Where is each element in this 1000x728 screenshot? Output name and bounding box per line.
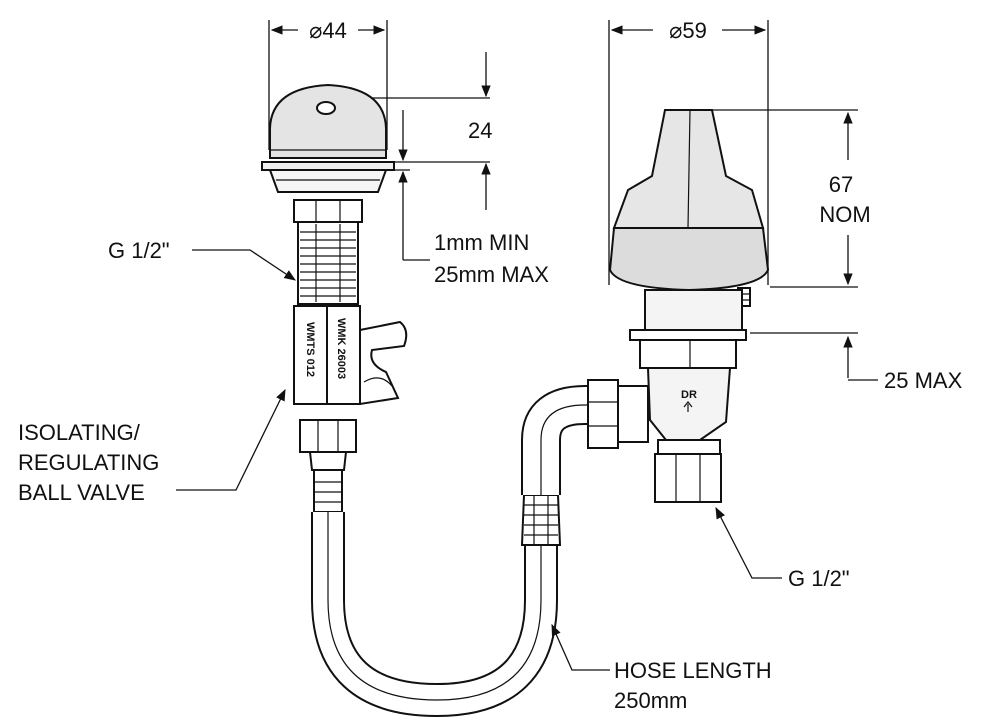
ball-valve-body: WMK 26003 WMTS 012 <box>293 305 361 405</box>
label-height-24: 24 <box>468 118 492 143</box>
compression-nut-left <box>299 419 357 453</box>
valve-code-1: WMK 26003 <box>335 318 347 379</box>
label-max-25: 25 MAX <box>884 368 963 393</box>
flange-plate <box>261 161 395 193</box>
dimension-height-67 <box>712 109 858 288</box>
push-button-dome <box>269 83 387 159</box>
label-hose-length: HOSE LENGTH <box>614 658 772 683</box>
valve-code-2: WMTS 012 <box>304 322 316 377</box>
hose-ferrule-left <box>308 451 348 513</box>
label-hose-250mm: 250mm <box>614 688 687 713</box>
label-height-67: 67 <box>829 172 853 197</box>
dimension-diameter-59 <box>608 20 769 285</box>
leader-hose <box>551 623 610 671</box>
hose-ferrule-right <box>520 494 562 546</box>
dimension-max-25 <box>750 332 878 381</box>
valve-body-lower: DR <box>646 367 732 441</box>
label-thread-right: G 1/2" <box>788 566 850 591</box>
leader-thread-right <box>715 506 782 579</box>
label-height-nom: NOM <box>819 202 870 227</box>
valve-cap-cone <box>612 109 765 229</box>
valve-handle <box>359 320 408 406</box>
valve-body-upper <box>629 289 747 369</box>
label-panel-min: 1mm MIN <box>434 230 529 255</box>
leader-ball-valve <box>176 388 286 491</box>
label-valve-line1: ISOLATING/ <box>18 420 141 445</box>
hex-nut-top <box>293 199 363 223</box>
threaded-shank <box>297 221 359 305</box>
compression-nut-side <box>587 379 649 449</box>
valve-mark-dr: DR <box>681 389 697 401</box>
flexible-hose <box>311 512 558 718</box>
label-diameter-59: ⌀59 <box>669 18 707 43</box>
label-valve-line2: REGULATING <box>18 450 159 475</box>
dimension-diameter-44 <box>268 20 388 150</box>
label-valve-line3: BALL VALVE <box>18 480 145 505</box>
label-thread-left: G 1/2" <box>108 238 170 263</box>
leader-thread-left <box>192 249 296 281</box>
outlet-nut-bottom <box>654 439 722 503</box>
label-panel-max: 25mm MAX <box>434 262 549 287</box>
label-diameter-44: ⌀44 <box>309 18 347 43</box>
elbow-fitting <box>521 385 600 495</box>
dimension-panel-thickness <box>390 110 430 261</box>
